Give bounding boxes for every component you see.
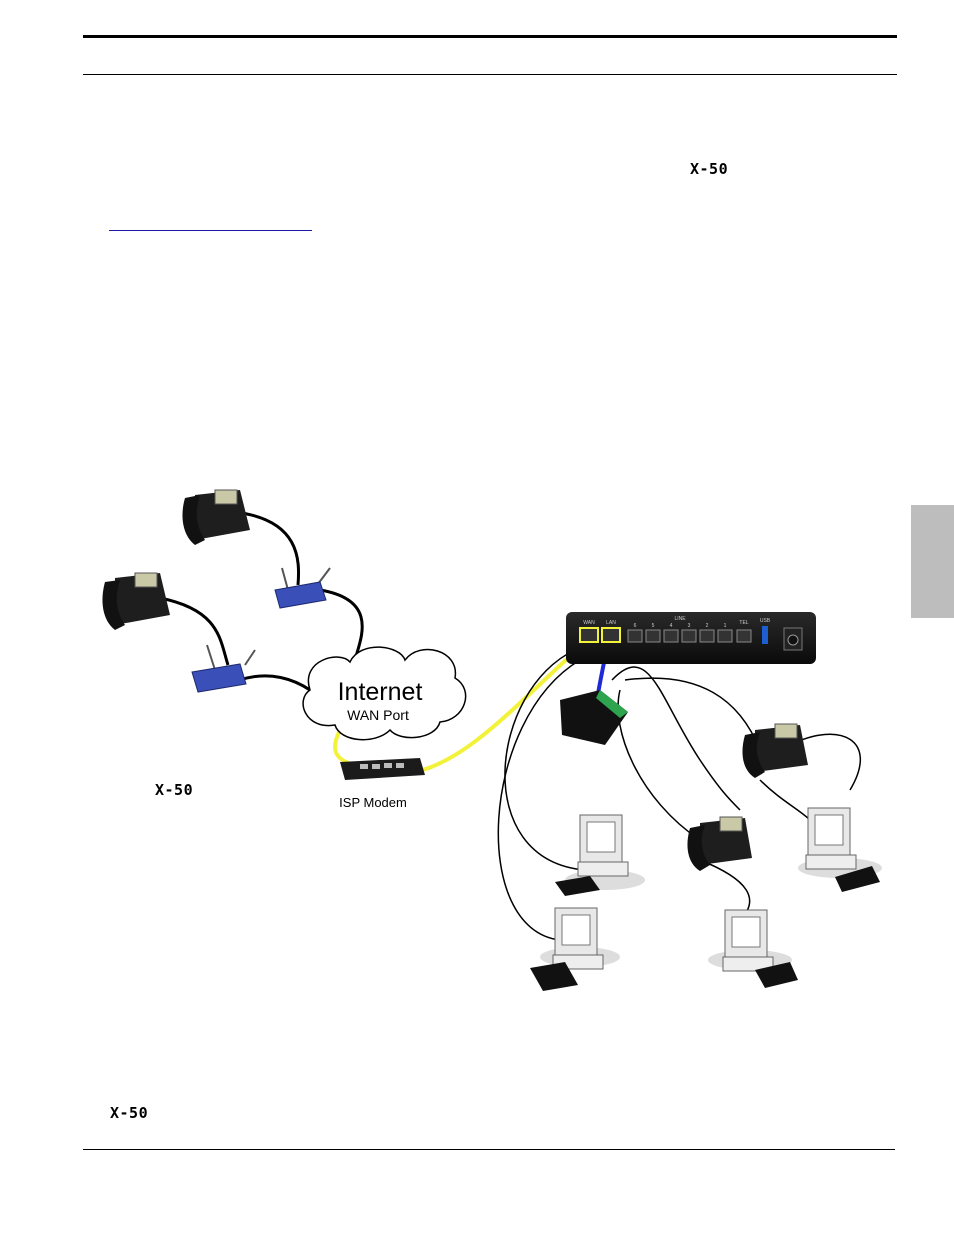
- desktop-pc-4: [798, 807, 882, 892]
- line-port-number: 1: [724, 623, 727, 629]
- ip-phone-3: [742, 723, 808, 778]
- ip-phone-2: [102, 572, 170, 630]
- product-name-bottom: X-50: [110, 1104, 149, 1122]
- line-port: [627, 629, 643, 643]
- line-port-number: 3: [688, 623, 691, 629]
- internet-cloud: Internet WAN Port: [302, 646, 467, 741]
- line-port: [717, 629, 733, 643]
- product-name-top: X-50: [690, 160, 729, 178]
- line-port: [681, 629, 697, 643]
- line-port-number: 6: [634, 623, 637, 629]
- port-usb-label: USB: [760, 618, 771, 624]
- line-port: [663, 629, 679, 643]
- network-switch: [560, 690, 628, 745]
- desktop-pc-1: [555, 814, 645, 896]
- network-diagram: Internet WAN Port ISP Modem WAN LAN LINE…: [102, 489, 882, 991]
- desktop-pc-3: [708, 909, 798, 988]
- cloud-subtitle: WAN Port: [347, 707, 409, 723]
- ip-phone-1: [182, 489, 250, 545]
- line-group-label: LINE: [674, 616, 686, 622]
- x50-device: WAN LAN LINE 6 5 4 3 2 1 TEL USB: [566, 612, 816, 664]
- line-port-number: 5: [652, 623, 655, 629]
- product-name-figure: X-50: [155, 781, 194, 799]
- modem-label: ISP Modem: [339, 795, 407, 810]
- port-lan-label: LAN: [606, 620, 616, 626]
- header-rule-thin: [83, 74, 897, 75]
- port-wan-label: WAN: [583, 620, 595, 626]
- hyperlink-underline[interactable]: [109, 230, 312, 231]
- desktop-pc-2: [530, 907, 620, 991]
- wireless-router-1: [274, 567, 331, 609]
- line-port-number: 4: [670, 623, 673, 629]
- ip-phone-4: [687, 816, 752, 871]
- isp-modem: ISP Modem: [339, 758, 425, 810]
- wireless-router-2: [191, 644, 256, 693]
- port-tel-label: TEL: [739, 620, 748, 626]
- line-port: [645, 629, 661, 643]
- footer-rule: [83, 1149, 895, 1150]
- header-rule-thick: [83, 35, 897, 38]
- line-ports: 6 5 4 3 2 1: [627, 623, 733, 643]
- cloud-title: Internet: [338, 678, 423, 706]
- section-tab: [911, 505, 954, 618]
- line-port: [699, 629, 715, 643]
- line-port-number: 2: [706, 623, 709, 629]
